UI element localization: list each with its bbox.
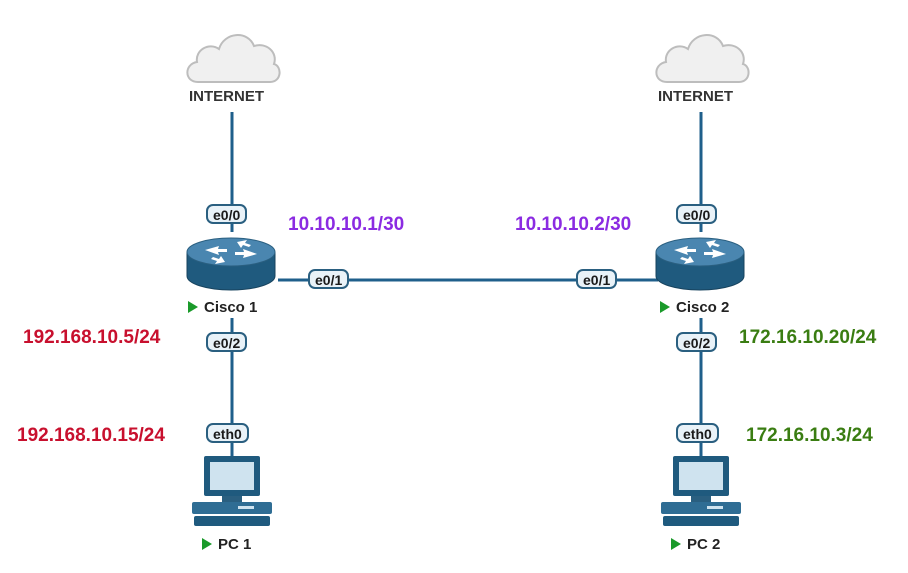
pc1-name: PC 1 [218, 536, 252, 553]
cisco2-label[interactable]: Cisco 2 [660, 299, 729, 316]
running-status-icon [188, 301, 198, 313]
router-icon[interactable] [655, 237, 745, 291]
computer-icon[interactable] [192, 456, 272, 526]
internet-left-label: INTERNET [189, 88, 264, 105]
computer-icon[interactable] [661, 456, 741, 526]
running-status-icon [202, 538, 212, 550]
ip-label-pc1: 192.168.10.15/24 [17, 425, 165, 446]
port-badge-cisco2-e00[interactable]: e0/0 [676, 204, 718, 224]
ip-label-cisco1-p2p: 10.10.10.1/30 [288, 214, 405, 235]
ip-label-cisco2-lan: 172.16.10.20/24 [739, 327, 877, 348]
running-status-icon [671, 538, 681, 550]
cisco1-name: Cisco 1 [204, 299, 258, 316]
port-badge-cisco1-e00[interactable]: e0/0 [206, 204, 248, 224]
cisco1-label[interactable]: Cisco 1 [188, 299, 257, 316]
links [230, 112, 703, 458]
port-badge-cisco1-e02[interactable]: e0/2 [206, 332, 248, 352]
router-icon[interactable] [186, 237, 276, 291]
running-status-icon [660, 301, 670, 313]
pc1-label[interactable]: PC 1 [202, 536, 251, 553]
ip-label-cisco1-lan: 192.168.10.5/24 [23, 327, 161, 348]
pc2-name: PC 2 [687, 536, 721, 553]
internet-right-label: INTERNET [658, 88, 733, 105]
pc2-label[interactable]: PC 2 [671, 536, 720, 553]
port-badge-pc2-eth0[interactable]: eth0 [676, 423, 719, 443]
ip-label-pc2: 172.16.10.3/24 [746, 425, 873, 446]
port-badge-cisco2-e01[interactable]: e0/1 [576, 269, 618, 289]
port-badge-cisco1-e01[interactable]: e0/1 [308, 269, 350, 289]
ip-label-cisco2-p2p: 10.10.10.2/30 [515, 214, 632, 235]
cloud-icon[interactable] [186, 34, 281, 83]
port-badge-cisco2-e02[interactable]: e0/2 [676, 332, 718, 352]
cisco2-name: Cisco 2 [676, 299, 730, 316]
port-badge-pc1-eth0[interactable]: eth0 [206, 423, 249, 443]
cloud-icon[interactable] [655, 34, 750, 83]
